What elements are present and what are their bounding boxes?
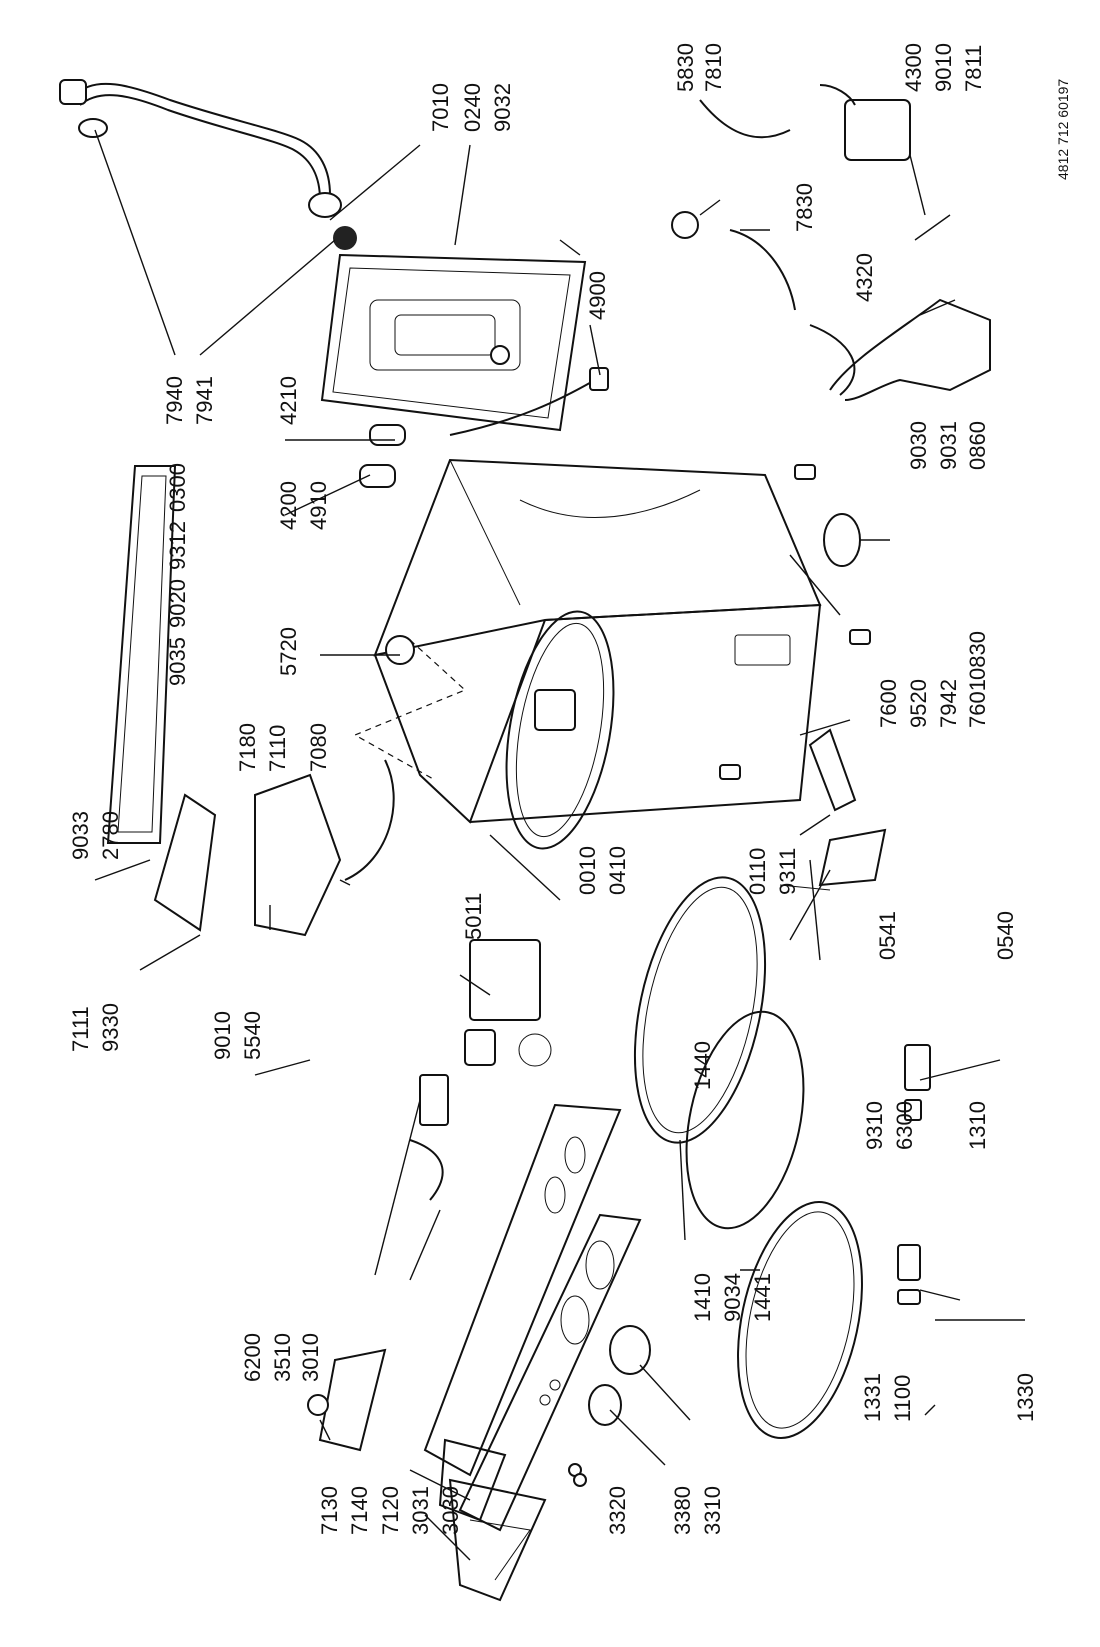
part-label: 7140 bbox=[347, 1486, 372, 1535]
part-label: 9010 bbox=[210, 1011, 235, 1060]
part-label: 9020 bbox=[165, 579, 190, 628]
part-label: 7942 bbox=[936, 679, 961, 728]
part-label: 1331 bbox=[860, 1373, 885, 1422]
part-label: 6300 bbox=[892, 1101, 917, 1150]
sump-hose-4320 bbox=[829, 298, 991, 401]
part-label: 0300 bbox=[165, 463, 190, 512]
part-label: 0540 bbox=[993, 911, 1018, 960]
part-label: 3380 bbox=[670, 1486, 695, 1535]
part-label: 0541 bbox=[875, 911, 900, 960]
parts-drawing bbox=[59, 79, 991, 1602]
part-label: 7130 bbox=[317, 1486, 342, 1535]
hose-7080 bbox=[344, 759, 395, 881]
part-label: 1330 bbox=[1013, 1373, 1038, 1422]
capacitor-4200 bbox=[359, 464, 396, 488]
dispenser-box bbox=[318, 1348, 387, 1452]
part-label: 7180 bbox=[235, 723, 260, 772]
part-label: 1441 bbox=[750, 1273, 775, 1322]
part-label: 7080 bbox=[306, 723, 331, 772]
part-label: 9032 bbox=[490, 83, 515, 132]
part-label: 0830 bbox=[965, 631, 990, 680]
dispenser-housing bbox=[254, 773, 342, 937]
part-label: 6200 bbox=[240, 1333, 265, 1382]
top-cover bbox=[106, 465, 177, 844]
part-label: 3031 bbox=[408, 1486, 433, 1535]
part-label: 7601 bbox=[965, 679, 990, 728]
dispenser-drawer bbox=[448, 1478, 547, 1602]
part-label: 9034 bbox=[720, 1273, 745, 1322]
part-label: 7940 bbox=[162, 376, 187, 425]
part-label: 1100 bbox=[890, 1375, 915, 1422]
door-ring-1410 bbox=[685, 1010, 805, 1230]
knob-3380 bbox=[588, 1384, 622, 1426]
inlet-hose bbox=[59, 79, 357, 250]
programmer-5011 bbox=[469, 939, 541, 1021]
part-label: 5830 bbox=[673, 43, 698, 92]
part-label: 5540 bbox=[240, 1011, 265, 1060]
part-label: 3320 bbox=[605, 1486, 630, 1535]
cover-0540 bbox=[818, 828, 887, 887]
part-label: 9033 bbox=[68, 811, 93, 860]
part-label: 7120 bbox=[378, 1486, 403, 1535]
leader-lines bbox=[94, 129, 1025, 1561]
rear-panel bbox=[320, 253, 587, 432]
part-label: 4320 bbox=[852, 253, 877, 302]
part-label: 3510 bbox=[270, 1333, 295, 1382]
part-label: 5011 bbox=[461, 893, 486, 940]
drain-hose-7810 bbox=[699, 99, 791, 139]
switch-6200 bbox=[419, 1074, 449, 1126]
part-label: 9312 bbox=[165, 521, 190, 570]
part-label: 1310 bbox=[965, 1101, 990, 1150]
pump-4300 bbox=[844, 99, 911, 161]
part-label: 4200 bbox=[276, 481, 301, 530]
control-panel bbox=[423, 1103, 642, 1532]
door-opening bbox=[505, 610, 615, 850]
part-label: 9310 bbox=[862, 1101, 887, 1150]
part-label: 1410 bbox=[690, 1273, 715, 1322]
part-label: 9031 bbox=[936, 421, 961, 470]
part-label: 1440 bbox=[690, 1041, 715, 1090]
part-label: 2780 bbox=[98, 811, 123, 860]
part-label: 7941 bbox=[192, 376, 217, 425]
knob-3310 bbox=[609, 1325, 651, 1375]
drawing-number: 4812 712 60197 bbox=[1055, 79, 1071, 180]
part-label: 3310 bbox=[700, 1486, 725, 1535]
part-label: 9030 bbox=[906, 421, 931, 470]
part-label: 9010 bbox=[931, 43, 956, 92]
part-label: 9520 bbox=[906, 679, 931, 728]
part-label: 9330 bbox=[98, 1003, 123, 1052]
part-label: 9035 bbox=[165, 637, 190, 686]
part-label: 7600 bbox=[876, 679, 901, 728]
cabinet bbox=[353, 458, 822, 824]
part-label: 7111 bbox=[68, 1006, 93, 1052]
part-label: 7010 bbox=[428, 83, 453, 132]
part-label: 9311 bbox=[775, 848, 800, 895]
capacitor-4210 bbox=[369, 424, 406, 446]
part-label: 7810 bbox=[701, 43, 726, 92]
part-label: 5720 bbox=[276, 627, 301, 676]
part-label: 4900 bbox=[585, 271, 610, 320]
filter-5830 bbox=[671, 211, 699, 239]
part-label: 7110 bbox=[265, 725, 290, 772]
part-label: 4910 bbox=[306, 481, 331, 530]
door-ring-1441 bbox=[737, 1201, 863, 1439]
part-label: 0010 bbox=[575, 846, 600, 895]
part-label: 7830 bbox=[792, 183, 817, 232]
part-label: 3030 bbox=[438, 1486, 463, 1535]
part-label: 3010 bbox=[298, 1333, 323, 1382]
part-label: 7811 bbox=[961, 45, 986, 92]
part-label: 4300 bbox=[901, 43, 926, 92]
dispenser-lid bbox=[153, 793, 217, 932]
part-label: 0860 bbox=[965, 421, 990, 470]
switch-5540 bbox=[464, 1029, 496, 1066]
part-label: 0240 bbox=[460, 83, 485, 132]
hinge-6300 bbox=[904, 1044, 931, 1091]
part-labels: 7010 0240 9032 5830 7810 4300 9010 7811 … bbox=[68, 43, 1071, 1535]
door-ring-1440 bbox=[633, 876, 767, 1144]
part-label: 0110 bbox=[745, 848, 770, 895]
part-label: 4210 bbox=[276, 376, 301, 425]
part-label: 0410 bbox=[605, 846, 630, 895]
